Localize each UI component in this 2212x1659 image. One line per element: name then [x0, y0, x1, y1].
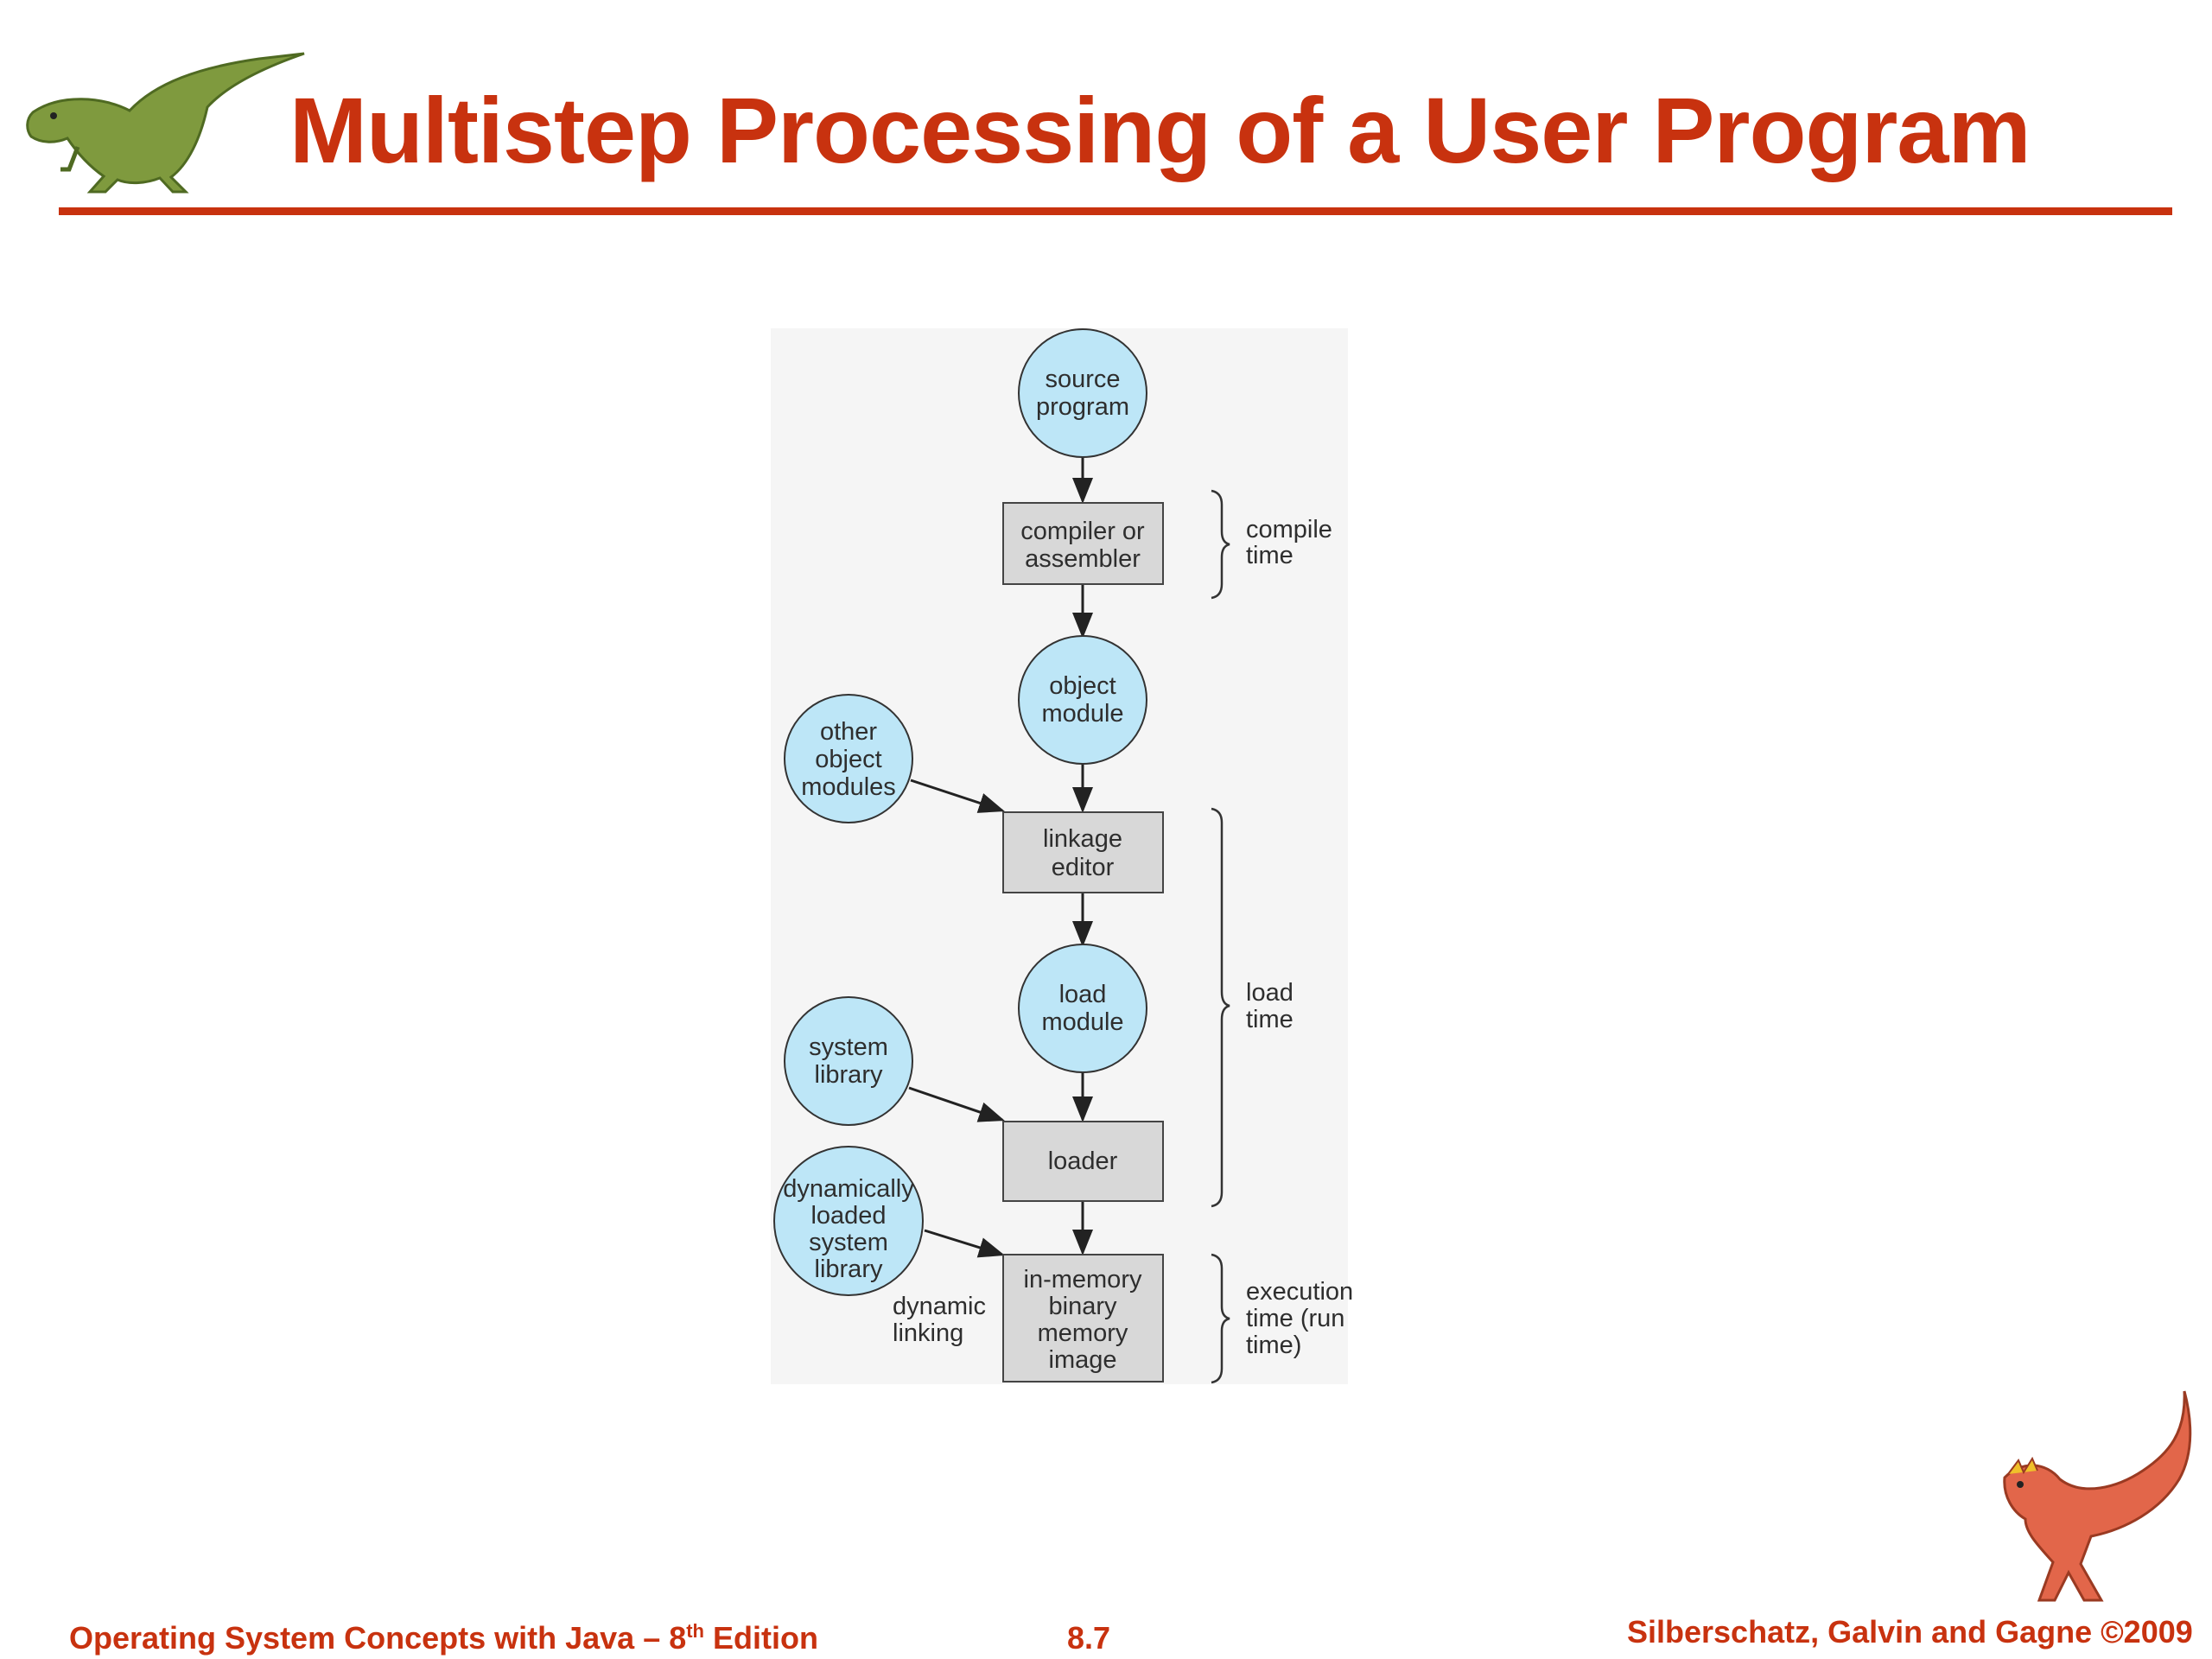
object-module-line-1: object [1049, 672, 1116, 700]
arrow-other-to-linkage [910, 779, 1005, 813]
compile-time-line-2: time [1246, 542, 1294, 569]
image-line-3: memory [1038, 1319, 1128, 1347]
in-memory-image-node: in-memory binary memory image [1002, 1254, 1164, 1382]
system-library-line-1: system [809, 1033, 888, 1061]
object-module-node: object module [1018, 635, 1147, 765]
image-line-4: image [1049, 1346, 1117, 1374]
load-module-line-1: load [1059, 981, 1107, 1008]
dynamic-linking-line-1: dynamic [893, 1293, 986, 1320]
source-program-node: source program [1018, 328, 1147, 458]
object-module-line-2: module [1041, 700, 1123, 728]
dynlib-line-4: library [815, 1255, 883, 1283]
load-time-line-1: load [1246, 979, 1294, 1007]
execution-time-line-2: time (run [1246, 1305, 1344, 1332]
compiler-node: compiler or assembler [1002, 502, 1164, 585]
load-module-line-2: module [1041, 1008, 1123, 1036]
linkage-editor-line-1: linkage [1043, 825, 1122, 853]
footer-book-title: Operating System Concepts with Java – 8t… [69, 1620, 818, 1656]
dynamic-linking-label: dynamic linking [893, 1293, 986, 1347]
image-line-1: in-memory [1024, 1266, 1142, 1294]
source-program-line-2: program [1036, 393, 1129, 421]
compile-time-brace [1211, 489, 1230, 600]
other-object-modules-node: other object modules [784, 694, 913, 823]
footer-book-title-suffix: Edition [704, 1620, 818, 1656]
other-modules-line-2: object [815, 746, 881, 773]
dynlib-line-2: loaded [810, 1202, 886, 1230]
linkage-editor-line-2: editor [1052, 854, 1115, 881]
dinosaur-logo-red [2003, 1390, 2192, 1602]
footer-book-title-prefix: Operating System Concepts with Java – 8 [69, 1620, 687, 1656]
compile-time-line-1: compile [1246, 516, 1332, 543]
dynlib-line-1: dynamically [783, 1175, 914, 1203]
arrow-dynlib-to-image [924, 1229, 1005, 1258]
dynamically-loaded-library-node: dynamically loaded system library [773, 1146, 924, 1296]
compile-time-label: compile time [1246, 516, 1332, 569]
slide-title: Multistep Processing of a User Program [289, 78, 2031, 182]
execution-time-line-1: execution [1246, 1278, 1353, 1306]
compiler-line-2: assembler [1025, 545, 1141, 573]
system-library-node: system library [784, 996, 913, 1126]
load-time-label: load time [1246, 979, 1294, 1033]
arrow-syslib-to-loader [908, 1086, 1005, 1122]
dynamic-linking-line-2: linking [893, 1319, 963, 1347]
linkage-editor-node: linkage editor [1002, 811, 1164, 893]
compiler-line-1: compiler or [1020, 518, 1145, 545]
execution-time-brace [1211, 1253, 1230, 1384]
connectors [908, 457, 1093, 1258]
other-modules-line-3: modules [801, 773, 896, 801]
other-modules-line-1: other [820, 718, 877, 746]
footer-authors: Silberschatz, Galvin and Gagne ©2009 [1627, 1614, 2193, 1649]
braces [1211, 489, 1230, 1384]
load-time-brace [1211, 807, 1230, 1208]
footer-page-number: 8.7 [1067, 1620, 1111, 1656]
load-module-node: load module [1018, 944, 1147, 1073]
execution-time-line-3: time) [1246, 1332, 1301, 1359]
dynlib-line-3: system [809, 1229, 888, 1256]
execution-time-label: execution time (run time) [1246, 1278, 1353, 1359]
loader-node: loader [1002, 1121, 1164, 1202]
image-line-2: binary [1049, 1293, 1117, 1320]
dinosaur-logo-green [26, 52, 305, 194]
footer-edition-sup: th [686, 1620, 704, 1642]
title-divider [59, 207, 2172, 215]
load-time-line-2: time [1246, 1006, 1294, 1033]
loader-label: loader [1048, 1147, 1118, 1175]
source-program-line-1: source [1045, 365, 1120, 393]
system-library-line-2: library [815, 1061, 883, 1089]
